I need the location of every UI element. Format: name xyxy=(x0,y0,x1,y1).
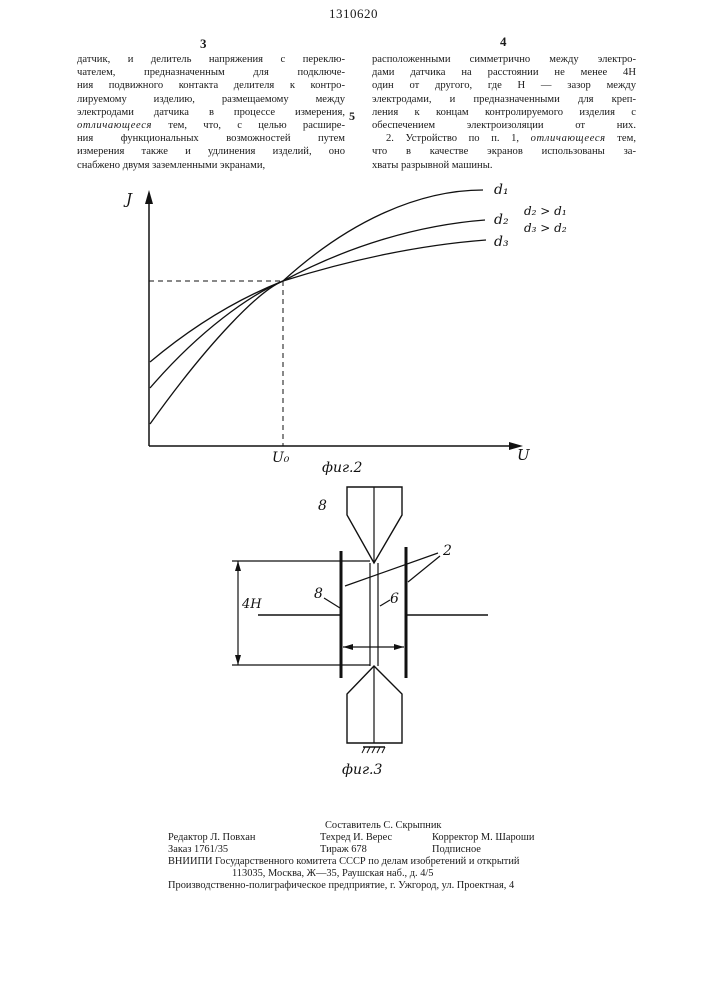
imprint-circulation: Тираж 678 xyxy=(320,844,367,856)
fig3-label-6: 6 xyxy=(390,591,399,607)
fig3-leader-2b xyxy=(408,556,440,582)
fig3-drawing xyxy=(232,487,488,753)
imprint-compiler: Составитель С. Скрыпник xyxy=(325,820,441,832)
fig3-dimension-label: 4Н xyxy=(241,597,262,612)
fig3-ground-hatch xyxy=(362,747,385,753)
imprint-order: Заказ 1761/35 xyxy=(168,844,228,856)
imprint-corrector: Корректор М. Шароши xyxy=(432,832,534,844)
fig2-caption: фиг.2 xyxy=(322,460,363,476)
fig2-note-d2: d₂ > d₁ xyxy=(524,204,567,218)
imprint-address: 113035, Москва, Ж—35, Раушская наб., д. … xyxy=(232,868,434,880)
imprint-org: ВНИИПИ Государственного комитета СССР по… xyxy=(168,856,519,868)
fig3-gap-arrow-left xyxy=(343,644,353,650)
fig2-graph xyxy=(145,190,523,450)
fig3-gap-arrow-right xyxy=(394,644,404,650)
imprint-printer: Производственно-полиграфическое предприя… xyxy=(168,880,514,892)
fig3-dimension-arrow-bottom xyxy=(235,655,241,665)
fig2-curve-label-d2: d₂ xyxy=(494,212,509,228)
imprint-tech: Техред И. Верес xyxy=(320,832,392,844)
fig3-leader-8 xyxy=(324,598,340,608)
imprint-editor: Редактор Л. Повхан xyxy=(168,832,255,844)
fig2-curve-label-d3: d₃ xyxy=(494,234,509,250)
fig2-curve-label-d1: d₁ xyxy=(494,182,509,198)
fig3-label-8-left: 8 xyxy=(314,586,323,602)
fig3-label-8-top: 8 xyxy=(318,498,327,514)
fig2-curve-d3 xyxy=(150,240,486,362)
fig3-caption: фиг.3 xyxy=(342,762,383,778)
fig2-y-axis-label: J xyxy=(123,190,133,208)
fig2-curve-d1 xyxy=(150,190,483,424)
fig3-label-2: 2 xyxy=(442,543,452,559)
fig2-note-d3: d₃ > d₂ xyxy=(524,221,567,235)
fig2-x-mark-label: U₀ xyxy=(272,450,290,466)
fig3-leader-6 xyxy=(380,600,390,606)
fig2-y-arrow xyxy=(145,190,153,204)
fig2-x-axis-label: U xyxy=(517,446,531,464)
imprint-subscription: Подписное xyxy=(432,844,481,856)
fig3-dimension-arrow-top xyxy=(235,561,241,571)
